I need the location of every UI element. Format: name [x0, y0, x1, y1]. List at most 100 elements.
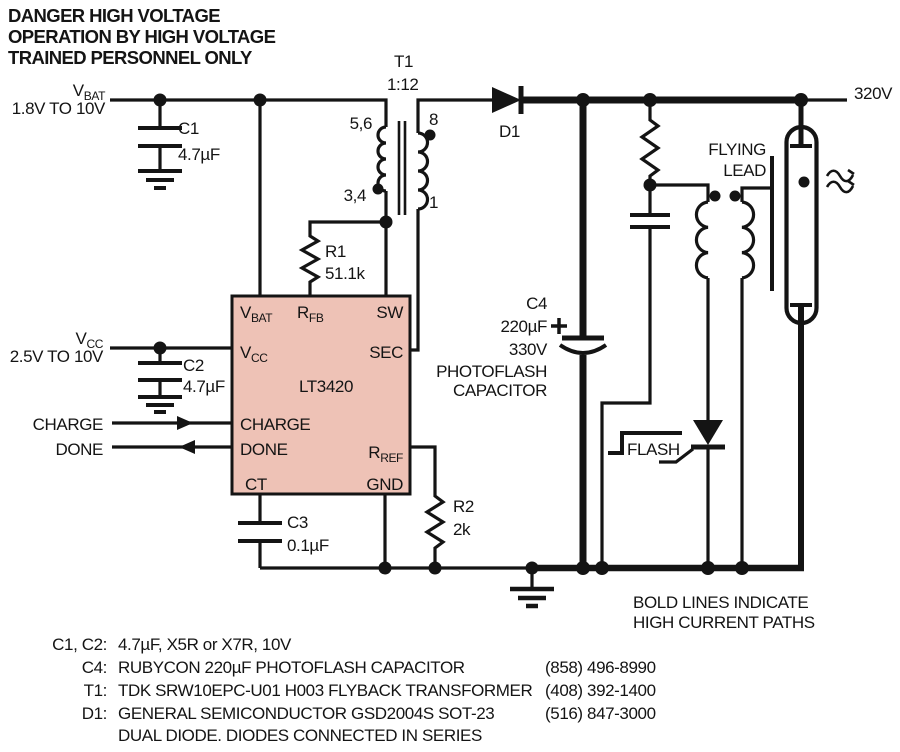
- trigger-resistor: [639, 100, 661, 185]
- vcc-label: VCC: [76, 329, 104, 351]
- bom-ref-1: C4:: [82, 658, 107, 677]
- bom-desc-1: RUBYCON 220µF PHOTOFLASH CAPACITOR: [118, 658, 465, 677]
- bom-desc-4: DUAL DIODE. DIODES CONNECTED IN SERIES: [118, 726, 482, 745]
- bold-note-line-2: HIGH CURRENT PATHS: [633, 613, 815, 632]
- ground-symbol-main: [510, 568, 554, 609]
- tube-trigger-dot: [798, 176, 810, 188]
- bom-phone-1: (858) 496-8990: [545, 658, 656, 677]
- r1-value: 51.1k: [325, 264, 365, 283]
- c3-ref: C3: [287, 513, 308, 532]
- flash-label: FLASH: [627, 440, 680, 459]
- bom-desc-2: TDK SRW10EPC-U01 H003 FLYBACK TRANSFORME…: [118, 681, 533, 700]
- ic-pin-gnd: GND: [366, 475, 403, 494]
- bold-note-line-1: BOLD LINES INDICATE: [633, 593, 808, 612]
- ground-rail: [260, 494, 804, 609]
- c2-ref: C2: [183, 356, 204, 375]
- flash-tube: [784, 100, 855, 568]
- t1-pin-34: 3,4: [344, 186, 366, 205]
- ic-pin-rfb: RFB: [297, 303, 324, 325]
- c4-value: 220µF: [500, 317, 547, 336]
- vcc-range: 2.5V TO 10V: [10, 347, 104, 366]
- light-emission-icon: [825, 168, 855, 194]
- c4-type-2: CAPACITOR: [453, 381, 547, 400]
- output-rail: 320V: [521, 84, 894, 107]
- warning-line-2: OPERATION BY HIGH VOLTAGE: [8, 26, 276, 47]
- done-signal: DONE: [55, 440, 232, 459]
- c4-type-1: PHOTOFLASH: [436, 362, 547, 381]
- trigger-pri-phase-dot: [709, 190, 721, 202]
- warning-text: DANGER HIGH VOLTAGE OPERATION BY HIGH VO…: [8, 5, 276, 68]
- trigger-sec-phase-dot: [729, 190, 741, 202]
- t1-pin-1: 1: [429, 193, 438, 212]
- bom-desc-0: 4.7µF, X5R or X7R, 10V: [118, 635, 292, 654]
- t1-ref: T1: [394, 52, 413, 71]
- t1-pin-8: 8: [429, 110, 438, 129]
- bom-ref-3: D1:: [82, 704, 107, 723]
- bold-lines-note: BOLD LINES INDICATE HIGH CURRENT PATHS: [633, 593, 815, 632]
- scr-thyristor: [659, 420, 725, 568]
- vbat-range: 1.8V TO 10V: [12, 99, 106, 118]
- scr-gate: [659, 447, 694, 464]
- ic-pin-ct: CT: [245, 475, 267, 494]
- flash-input: FLASH: [608, 431, 682, 459]
- flying-lead-label-2: LEAD: [723, 161, 766, 180]
- bom-phone-2: (408) 392-1400: [545, 681, 656, 700]
- arrow-right-icon: [177, 416, 193, 430]
- ic-pin-rref: RREF: [368, 443, 403, 465]
- bom-ref-2: T1:: [84, 681, 107, 700]
- d1-ref: D1: [499, 122, 520, 141]
- d1-diode: D1: [492, 86, 524, 141]
- lt3420-ic: VBAT RFB SW VCC SEC LT3420 CHARGE DONE R…: [230, 294, 412, 496]
- c3-value: 0.1µF: [287, 536, 329, 555]
- diode-symbol: [492, 87, 521, 113]
- ic-pin-vcc: VCC: [240, 343, 268, 365]
- c1-capacitor: C1 4.7µF: [138, 100, 220, 190]
- scr-symbol: [693, 420, 723, 445]
- ic-pin-sw: SW: [376, 303, 403, 322]
- bom-ref-0: C1, C2:: [52, 635, 107, 654]
- vbat-label: VBAT: [73, 81, 106, 103]
- primary-phase-dot: [372, 183, 384, 195]
- ground-symbol-c1: [138, 169, 182, 190]
- c4-photoflash-capacitor: C4 220µF 330V PHOTOFLASH CAPACITOR: [436, 100, 608, 568]
- c3-capacitor: C3 0.1µF: [238, 494, 329, 568]
- plus-sign: [551, 318, 567, 334]
- ic-pin-sec: SEC: [369, 343, 403, 362]
- r2-resistor: R2 2k: [411, 445, 474, 568]
- t1-ratio: 1:12: [387, 75, 419, 94]
- ground-symbol-c2: [138, 395, 182, 414]
- flyback-transformer: T1 1:12 5,6 3,4 8 1: [344, 52, 492, 352]
- charge-signal: CHARGE: [33, 415, 232, 434]
- c4-ref: C4: [526, 294, 547, 313]
- bill-of-materials: C1, C2: 4.7µF, X5R or X7R, 10V C4: RUBYC…: [52, 635, 656, 745]
- r1-resistor: R1 51.1k: [298, 220, 386, 296]
- c1-ref: C1: [178, 119, 199, 138]
- trigger-transformer: [643, 178, 772, 568]
- c1-value: 4.7µF: [178, 145, 220, 164]
- vcc-input: VCC 2.5V TO 10V: [10, 329, 232, 366]
- ic-part-number: LT3420: [299, 377, 353, 396]
- warning-line-3: TRAINED PERSONNEL ONLY: [8, 47, 253, 68]
- ic-pin-charge: CHARGE: [240, 415, 310, 434]
- trigger-capacitor: [600, 185, 670, 568]
- ic-pin-vbat: VBAT: [240, 303, 273, 325]
- done-label: DONE: [55, 440, 103, 459]
- secondary-phase-dot: [424, 129, 436, 141]
- bom-phone-3: (516) 847-3000: [545, 704, 656, 723]
- c2-capacitor: C2 4.7µF: [138, 348, 225, 414]
- flying-lead-label-1: FLYING: [708, 140, 766, 159]
- r1-ref: R1: [325, 242, 346, 261]
- charge-label: CHARGE: [33, 415, 103, 434]
- warning-line-1: DANGER HIGH VOLTAGE: [8, 5, 220, 26]
- r2-ref: R2: [453, 497, 474, 516]
- t1-pin-56: 5,6: [350, 114, 372, 133]
- ic-body: [230, 294, 412, 496]
- ic-pin-done: DONE: [240, 440, 288, 459]
- bom-desc-3: GENERAL SEMICONDUCTOR GSD2004S SOT-23: [118, 704, 494, 723]
- flash-pulse-symbol: [608, 431, 682, 455]
- c4-voltage: 330V: [509, 340, 548, 359]
- flying-lead: FLYING LEAD: [708, 140, 774, 291]
- vbat-input-rail: VBAT 1.8V TO 10V: [12, 81, 388, 127]
